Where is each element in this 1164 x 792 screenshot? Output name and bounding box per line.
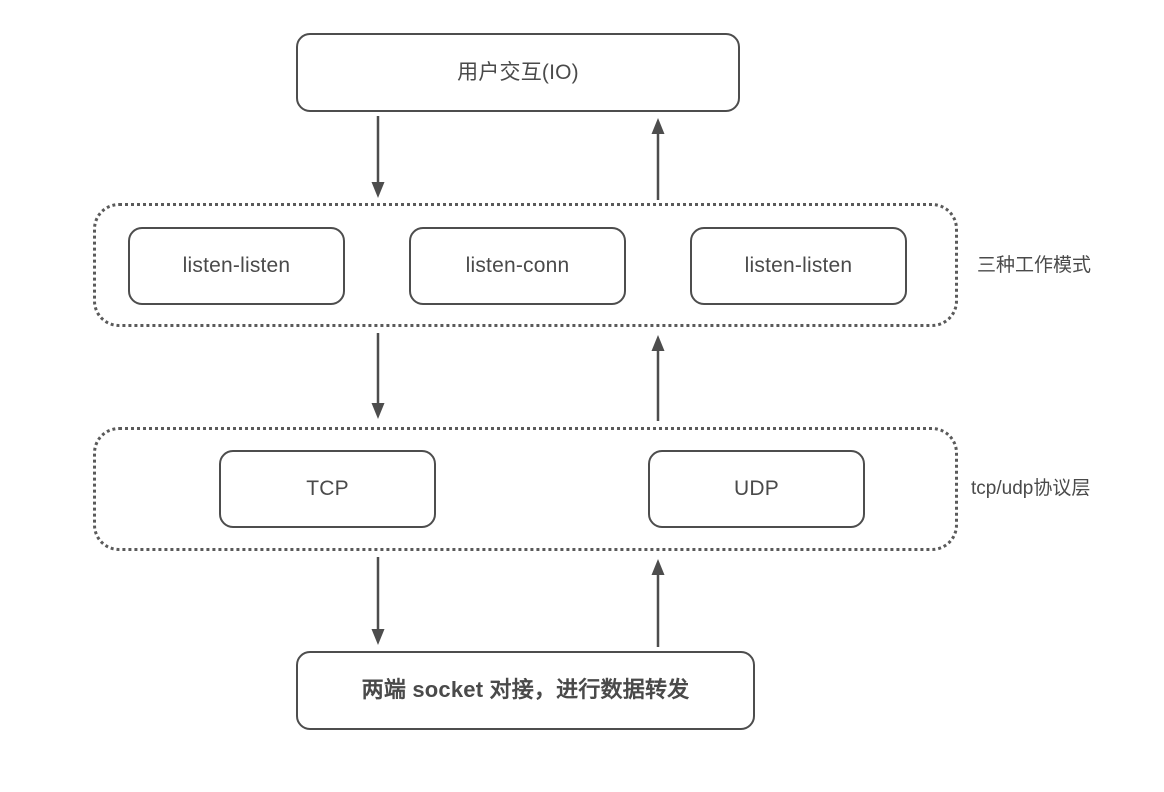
node-label: listen-conn	[465, 254, 570, 278]
arrow-modes-to-protocol-down	[371, 333, 385, 419]
node-user-interaction-io[interactable]: 用户交互(IO)	[296, 33, 740, 112]
node-tcp[interactable]: TCP	[219, 450, 436, 528]
node-udp[interactable]: UDP	[648, 450, 865, 528]
node-mode-listen-listen-2[interactable]: listen-listen	[690, 227, 907, 305]
group-working-modes	[93, 203, 958, 327]
arrow-socket-to-protocol-up	[651, 559, 665, 647]
node-label: UDP	[734, 477, 779, 501]
arrow-io-to-modes-down	[371, 116, 385, 198]
node-socket-forwarding[interactable]: 两端 socket 对接，进行数据转发	[296, 651, 755, 730]
side-label-protocol-layer: tcp/udp协议层	[971, 478, 1091, 499]
node-mode-listen-conn[interactable]: listen-conn	[409, 227, 626, 305]
arrow-protocol-to-modes-up	[651, 335, 665, 421]
node-label: listen-listen	[182, 254, 291, 278]
node-label: listen-listen	[744, 254, 853, 278]
node-label: TCP	[306, 477, 349, 501]
group-tcp-udp-protocol-layer	[93, 427, 958, 551]
arrow-modes-to-io-up	[651, 118, 665, 200]
arrow-protocol-to-socket-down	[371, 557, 385, 645]
side-label-working-modes: 三种工作模式	[977, 255, 1092, 276]
node-label: 两端 socket 对接，进行数据转发	[361, 677, 690, 703]
node-label: 用户交互(IO)	[457, 60, 579, 84]
node-mode-listen-listen-1[interactable]: listen-listen	[128, 227, 345, 305]
